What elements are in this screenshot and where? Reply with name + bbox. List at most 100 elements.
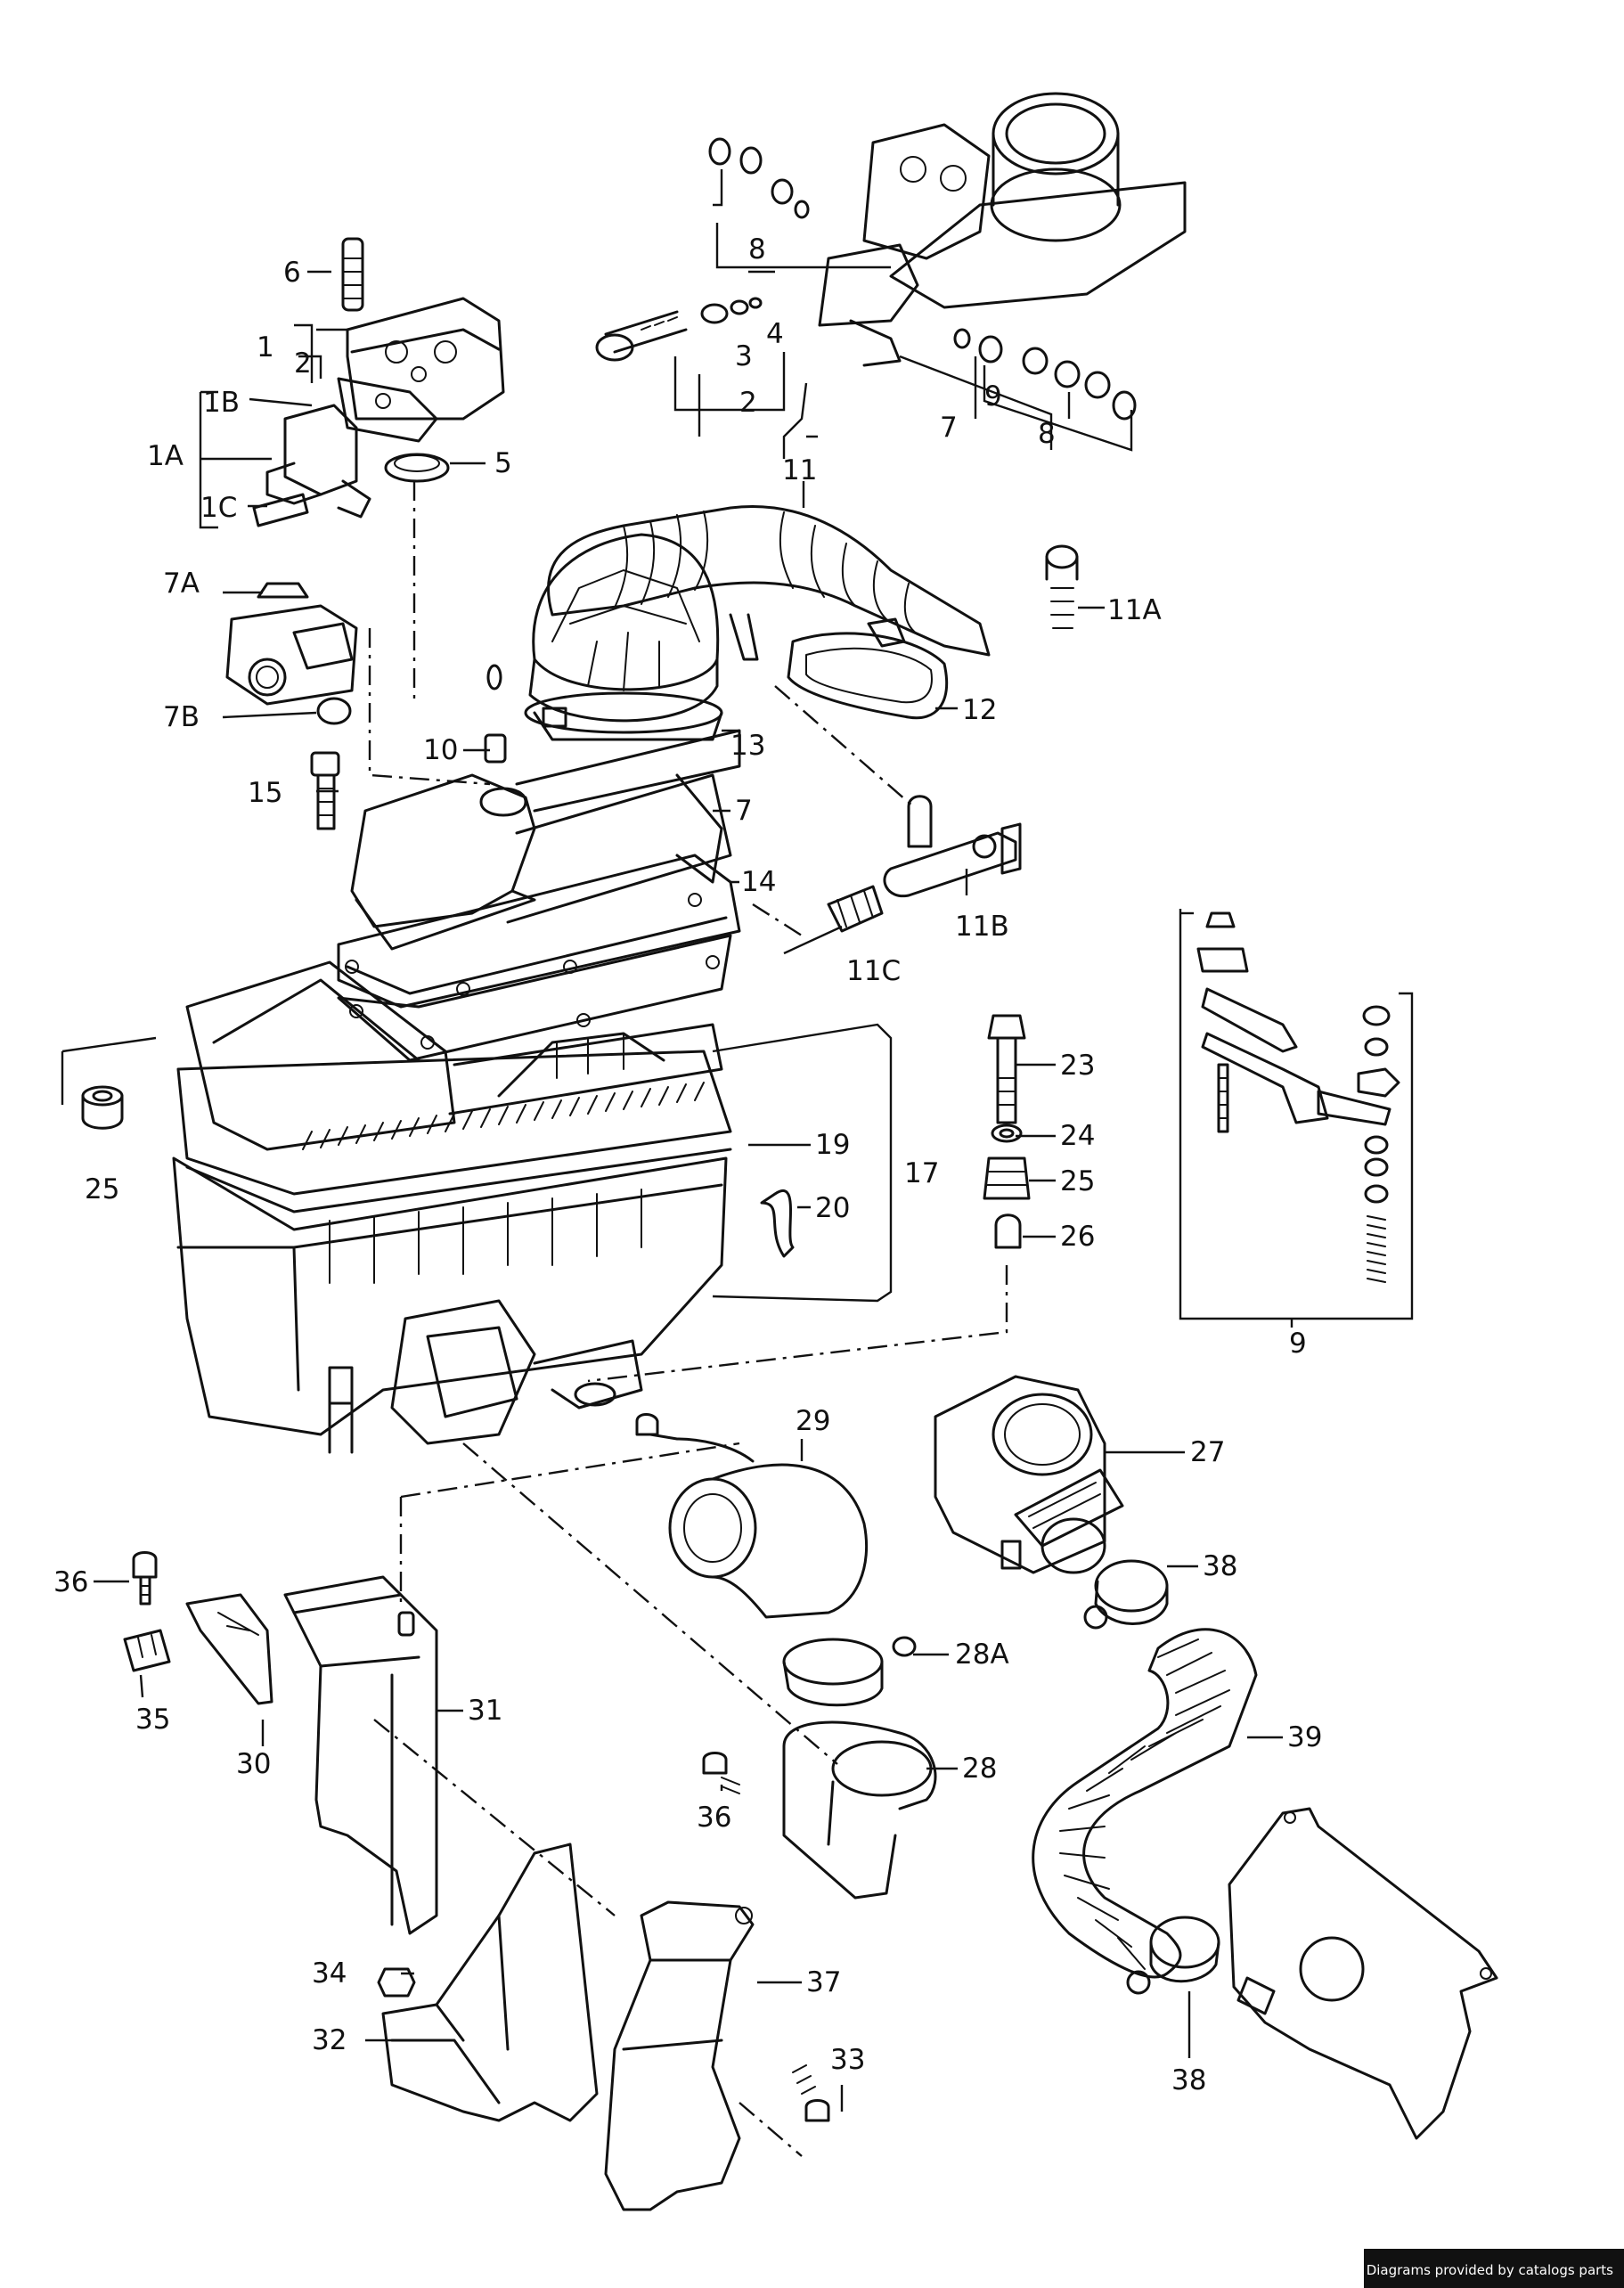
callout-4: 4 xyxy=(766,318,784,350)
filter-housing-lower xyxy=(172,1156,728,1454)
pressure-actuator-part-1A xyxy=(252,404,371,527)
callout-1B: 1B xyxy=(203,387,240,419)
clip-part-20 xyxy=(760,1189,795,1258)
callout-15: 15 xyxy=(248,777,282,809)
callout-28: 28 xyxy=(962,1753,997,1785)
heat-shield-plate xyxy=(1228,1807,1498,2140)
intake-fittings-7A-7B-10-15 xyxy=(225,582,507,830)
filter-element-part-19 xyxy=(176,1050,732,1213)
callout-30: 30 xyxy=(236,1748,271,1780)
callout-9-top: 9 xyxy=(984,380,1002,413)
callout-36-middle: 36 xyxy=(697,1802,731,1834)
clip-nut-part-35 xyxy=(123,1629,171,1672)
callout-6: 6 xyxy=(283,257,301,289)
callout-7-top: 7 xyxy=(940,412,958,444)
bracket-17 xyxy=(712,1023,893,1303)
callout-34: 34 xyxy=(312,1957,347,1990)
callout-38-upper: 38 xyxy=(1203,1550,1237,1582)
callout-8-top: 8 xyxy=(748,233,766,266)
filter-housing-upper xyxy=(185,960,723,1151)
gasket-part-14b xyxy=(337,934,732,1062)
callout-32: 32 xyxy=(312,2024,347,2056)
callout-2-top-right: 2 xyxy=(739,387,757,419)
pipe-part-11B xyxy=(883,795,1022,898)
callout-1: 1 xyxy=(257,331,274,364)
callout-7B: 7B xyxy=(163,701,200,733)
callout-36-left: 36 xyxy=(53,1566,88,1598)
air-duct-part-31 xyxy=(283,1575,438,1935)
callout-10: 10 xyxy=(423,734,458,766)
mounting-hardware-23-26 xyxy=(983,1014,1031,1249)
assembly-line-9 xyxy=(739,2102,803,2157)
callout-24: 24 xyxy=(1060,1120,1095,1152)
adjusting-screw-assembly xyxy=(595,137,1137,421)
rubber-grommet-part-25-left xyxy=(61,1036,157,1130)
brackets-top-right xyxy=(673,169,1133,452)
callout-11: 11 xyxy=(782,454,817,486)
air-flow-meter-housing xyxy=(818,92,1187,367)
callout-9-right: 9 xyxy=(1289,1328,1307,1360)
screw-part-36-left xyxy=(132,1551,158,1606)
duct-panel-part-32 xyxy=(381,1843,599,2122)
callout-20: 20 xyxy=(815,1192,850,1224)
callout-2-top-left: 2 xyxy=(294,347,312,380)
callout-39: 39 xyxy=(1287,1721,1322,1753)
hose-clamp-part-38-upper xyxy=(1083,1559,1169,1630)
callout-labels: 6 1 2 1B 1A 1C 5 8 3 4 2 9 7 8 11 11A 7A… xyxy=(53,233,1322,2096)
callout-25-left: 25 xyxy=(85,1173,119,1205)
air-filter-upper-cover-part-14 xyxy=(350,729,741,951)
callout-7-middle: 7 xyxy=(735,795,753,827)
callout-12: 12 xyxy=(962,694,997,726)
hose-clamp-part-38-lower xyxy=(1126,1916,1220,1995)
callout-13: 13 xyxy=(730,730,765,762)
callout-1A: 1A xyxy=(147,440,184,472)
callout-7A: 7A xyxy=(163,568,200,600)
callout-14: 14 xyxy=(741,866,776,898)
callout-1C: 1C xyxy=(200,492,237,524)
leader-lines xyxy=(94,270,1293,2112)
callout-17: 17 xyxy=(904,1157,939,1189)
callout-28A: 28A xyxy=(955,1638,1009,1671)
screw-part-33 xyxy=(792,2064,830,2122)
callout-35: 35 xyxy=(135,1704,170,1736)
callout-38-lower: 38 xyxy=(1171,2064,1206,2096)
detail-group-9 xyxy=(1179,909,1414,1320)
hose-clamp-part-28A xyxy=(782,1636,917,1707)
callout-23: 23 xyxy=(1060,1050,1095,1082)
callout-11A: 11A xyxy=(1107,594,1162,626)
callout-31: 31 xyxy=(468,1695,502,1727)
callout-25-right: 25 xyxy=(1060,1165,1095,1197)
assembly-line-3 xyxy=(774,685,914,807)
screw-part-36-middle xyxy=(702,1752,740,1794)
nut-part-34 xyxy=(377,1967,416,1998)
callout-11B: 11B xyxy=(955,911,1009,943)
plug-part-11A xyxy=(1045,544,1079,629)
gasket-ring-part-12 xyxy=(787,617,949,720)
assembly-line-10 xyxy=(752,903,803,937)
callout-8-right: 8 xyxy=(1038,418,1056,450)
hose-clamp-part-13 xyxy=(524,691,723,741)
assembly-line-2 xyxy=(368,628,491,786)
bracket-part-30 xyxy=(185,1593,273,1705)
callout-26: 26 xyxy=(1060,1221,1095,1253)
callout-29: 29 xyxy=(796,1405,830,1437)
intake-elbow-part-29 xyxy=(635,1413,869,1619)
callout-3: 3 xyxy=(735,340,753,372)
callout-5: 5 xyxy=(494,447,512,479)
assembly-line-4 xyxy=(462,1442,838,1765)
fuel-distributor-part-1 xyxy=(337,237,505,443)
callout-33: 33 xyxy=(830,2044,865,2076)
sleeve-part-11C xyxy=(827,885,884,933)
credit-banner xyxy=(1364,2249,1624,2288)
corrugated-hose-part-39 xyxy=(1032,1628,1258,1979)
assembly-line-7 xyxy=(587,1265,1008,1383)
throttle-adapter-part-28 xyxy=(782,1720,937,1900)
callout-11C: 11C xyxy=(846,955,901,987)
credit-text: Diagrams provided by catalogs parts xyxy=(1366,2262,1613,2278)
air-intake-boot-part-11 xyxy=(528,505,991,723)
deflector-part-37 xyxy=(604,1900,755,2211)
callout-19: 19 xyxy=(815,1129,850,1161)
assembly-line-8 xyxy=(373,1719,616,1916)
callout-37: 37 xyxy=(806,1966,841,1998)
